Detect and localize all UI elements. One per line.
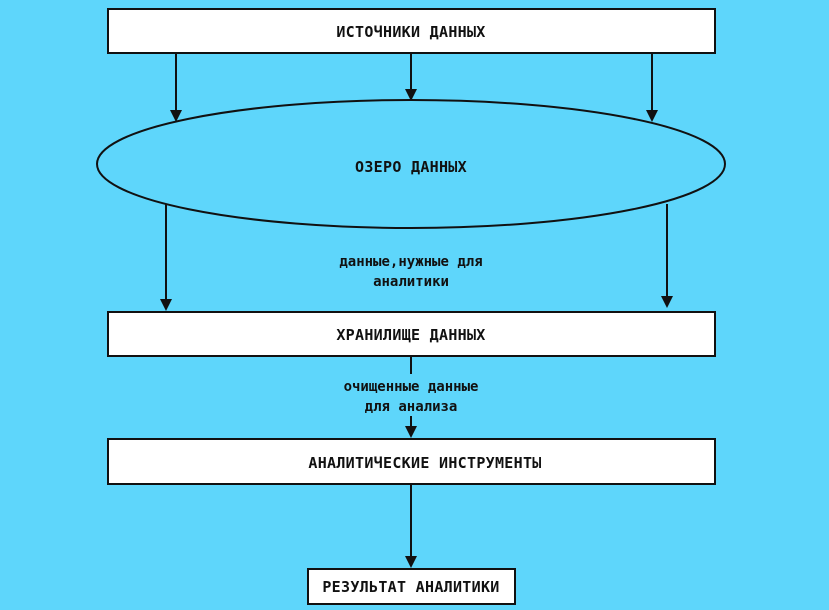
node-analytics-result-box [307, 568, 516, 605]
edge-warehouse-to-tools: очищенные данные для анализа [344, 356, 479, 438]
arrowhead-icon [170, 110, 182, 122]
edge-lake-to-warehouse: данные,нужные для аналитики [160, 204, 673, 311]
node-analytics-tools: АНАЛИТИЧЕСКИЕ ИНСТРУМЕНТЫ [107, 438, 716, 485]
node-data-lake: ОЗЕРО ДАННЫХ [96, 99, 726, 229]
node-data-warehouse: ХРАНИЛИЩЕ ДАННЫХ [107, 311, 716, 357]
edge-label-line-1: данные,нужные для [339, 254, 482, 270]
node-data-sources: ИСТОЧНИКИ ДАННЫХ [107, 8, 716, 54]
arrowhead-icon [405, 426, 417, 438]
edge-tools-to-result [405, 484, 417, 568]
node-analytics-tools-label: АНАЛИТИЧЕСКИЕ ИНСТРУМЕНТЫ [308, 454, 541, 472]
arrowhead-icon [661, 296, 673, 308]
arrowhead-icon [405, 89, 417, 101]
edge-label-line-2: аналитики [373, 274, 449, 290]
arrowhead-icon [405, 556, 417, 568]
edge-sources-to-lake [170, 53, 658, 122]
edge-label-line-1: очищенные данные [344, 379, 479, 395]
node-analytics-tools-box [107, 438, 716, 485]
node-analytics-result: РЕЗУЛЬТАТ АНАЛИТИКИ [307, 568, 516, 605]
node-analytics-result-label: РЕЗУЛЬТАТ АНАЛИТИКИ [322, 578, 499, 596]
node-data-sources-box [107, 8, 716, 54]
edge-label-line-2: для анализа [365, 399, 458, 415]
node-data-lake-ellipse [96, 99, 726, 229]
arrowhead-icon [160, 299, 172, 311]
node-data-warehouse-label: ХРАНИЛИЩЕ ДАННЫХ [336, 326, 485, 344]
node-data-sources-label: ИСТОЧНИКИ ДАННЫХ [336, 23, 485, 41]
node-data-lake-label: ОЗЕРО ДАННЫХ [355, 158, 467, 176]
arrowhead-icon [646, 110, 658, 122]
